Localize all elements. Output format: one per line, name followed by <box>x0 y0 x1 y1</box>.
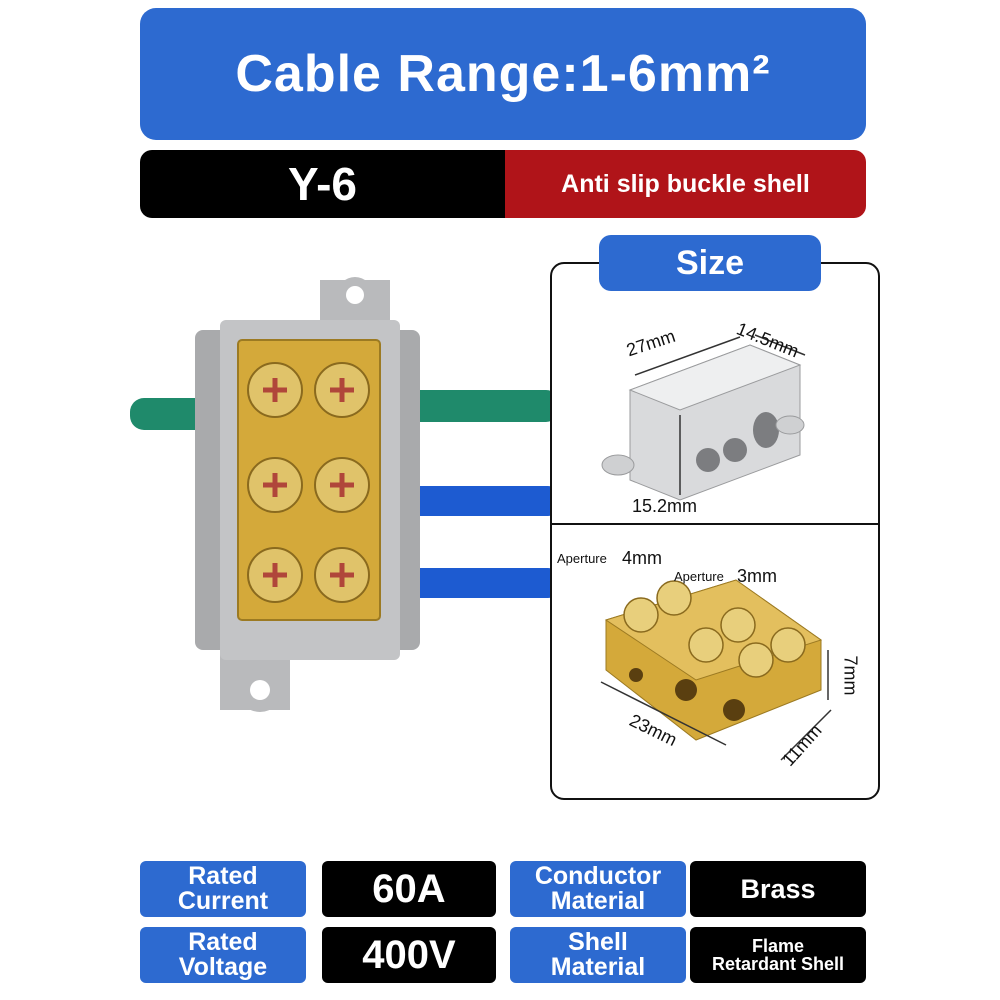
model-bar: Y-6 Anti slip buckle shell <box>140 150 866 218</box>
blue-wire-middle <box>380 486 560 516</box>
aperture-value-2: 3mm <box>737 566 777 586</box>
terminal-block-photo <box>130 277 560 712</box>
shell-height-dim: 15.2mm <box>632 496 698 516</box>
cable-range-title: Cable Range:1-6mm² <box>235 45 771 103</box>
size-heading: Size <box>599 235 821 291</box>
model-code: Y-6 <box>140 150 505 218</box>
rated-voltage-value: 400V <box>322 927 496 983</box>
conductor-height-dim: 7mm <box>840 655 861 696</box>
green-wire-right <box>380 390 560 422</box>
aperture-value-1: 4mm <box>622 548 662 568</box>
aperture-label-2: Aperture <box>674 569 724 584</box>
size-divider <box>550 523 880 525</box>
shell-dimension-drawing <box>601 334 806 501</box>
cable-range-banner: Cable Range:1-6mm² <box>140 8 866 140</box>
aperture-label-1: Aperture <box>557 551 607 566</box>
rated-current-value: 60A <box>322 861 496 917</box>
conductor-dimension-drawing <box>600 579 832 761</box>
model-feature: Anti slip buckle shell <box>505 150 866 218</box>
blue-wire-bottom <box>380 568 560 598</box>
conductor-material-value: Brass <box>690 861 866 917</box>
